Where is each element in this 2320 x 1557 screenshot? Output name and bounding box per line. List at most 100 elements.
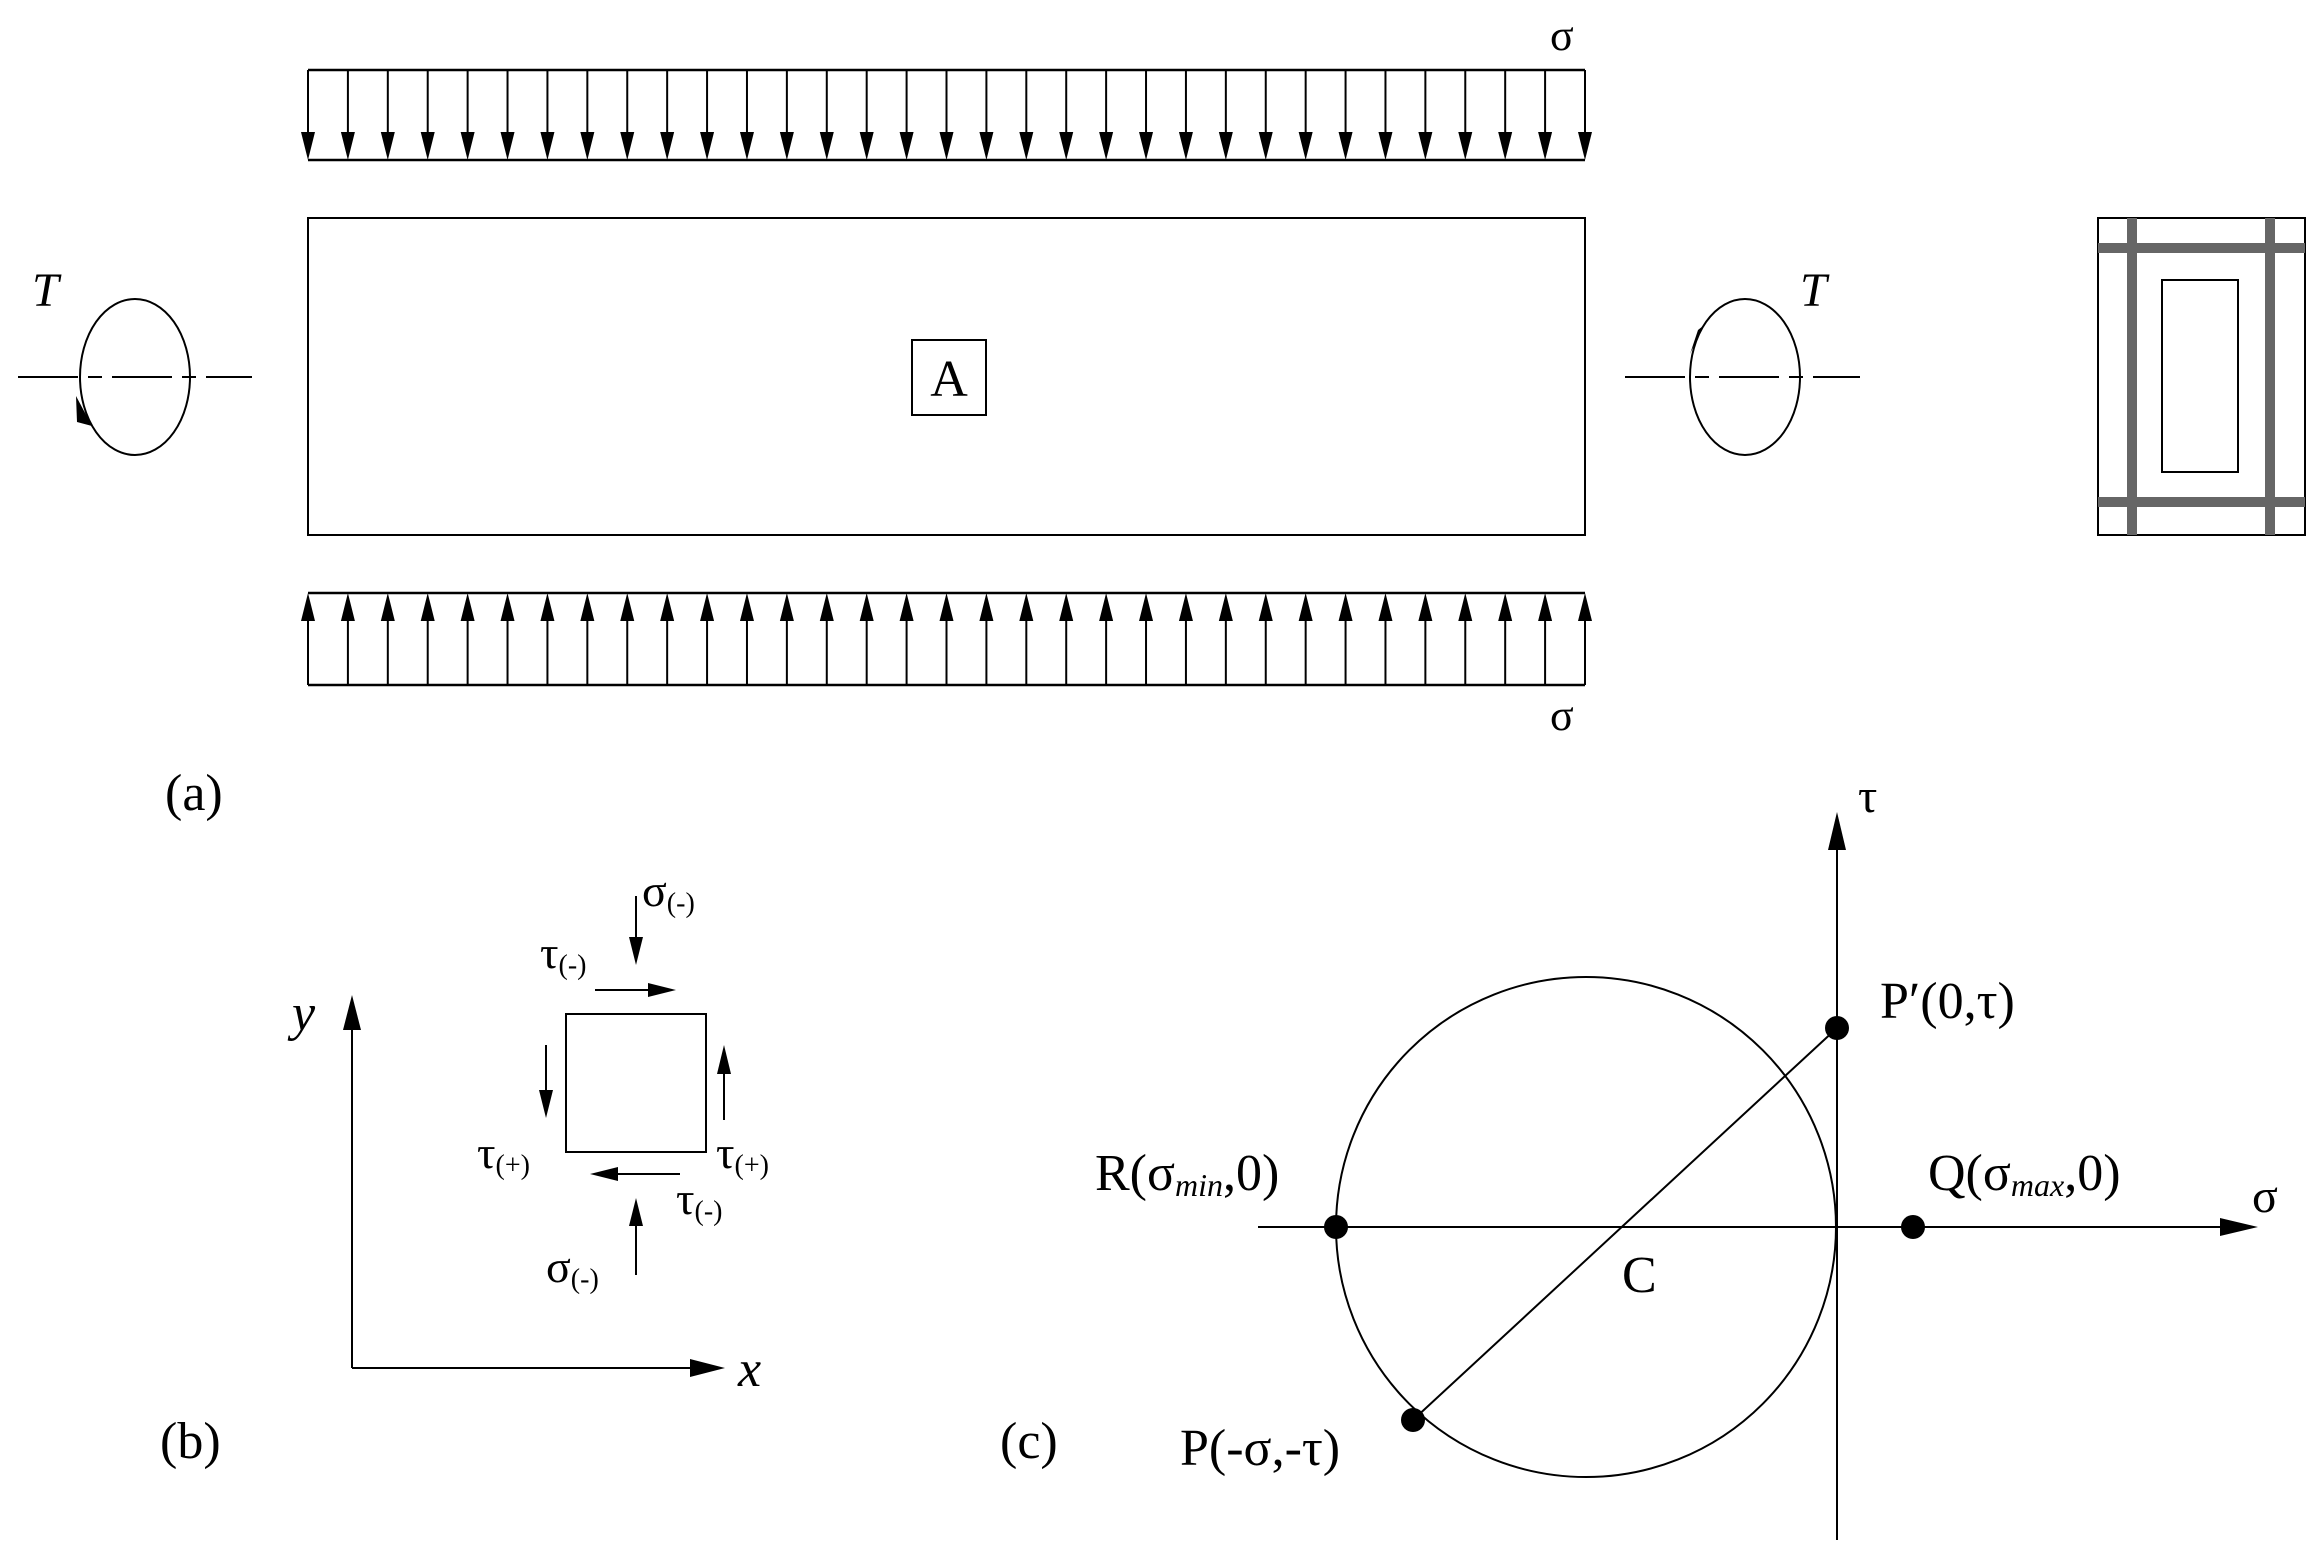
right-torque-label: T xyxy=(1800,264,1830,317)
top-load-arrowhead xyxy=(939,132,954,160)
top-sigma-label: σ xyxy=(1550,11,1574,60)
top-load-arrowhead xyxy=(1019,132,1034,160)
bottom-load-arrowhead xyxy=(859,593,874,621)
cross-section xyxy=(2097,217,2306,536)
top-load-arrows xyxy=(301,70,1592,160)
section-web-left xyxy=(2127,218,2137,535)
top-load-arrowhead xyxy=(1258,132,1273,160)
sigma-top-arrowhead xyxy=(629,937,643,965)
top-load-arrowhead xyxy=(1418,132,1433,160)
top-load-arrowhead xyxy=(1498,132,1513,160)
point-r-label: R(σmin,0) xyxy=(1095,1145,1279,1203)
bottom-load-arrowhead xyxy=(979,593,994,621)
panel-a-beam-loading: σ σ A T T xyxy=(18,11,2306,822)
top-load-arrowhead xyxy=(460,132,475,160)
bottom-load-arrowhead xyxy=(1298,593,1313,621)
top-load-arrowhead xyxy=(500,132,515,160)
bottom-load-arrowhead xyxy=(1458,593,1473,621)
bottom-load-arrowhead xyxy=(1378,593,1393,621)
bottom-load-arrowhead xyxy=(500,593,515,621)
bottom-load-arrowhead xyxy=(1258,593,1273,621)
left-torque-label: T xyxy=(32,264,62,317)
bottom-load-arrowhead xyxy=(620,593,635,621)
section-inner-hole xyxy=(2161,279,2239,473)
sigma-bottom-arrowhead xyxy=(629,1198,643,1226)
bottom-load-arrowhead xyxy=(301,593,315,621)
top-load-arrowhead xyxy=(1178,132,1193,160)
top-load-arrowhead xyxy=(1538,132,1553,160)
bottom-distributed-load xyxy=(301,591,1592,687)
sigma-bottom-label: σ(-) xyxy=(546,1241,599,1295)
bottom-load-arrowhead xyxy=(700,593,715,621)
y-axis-label: y xyxy=(287,985,316,1042)
bottom-load-arrowhead xyxy=(460,593,475,621)
top-load-arrowhead xyxy=(1378,132,1393,160)
bottom-load-arrowhead xyxy=(1059,593,1074,621)
top-load-arrowhead xyxy=(1099,132,1114,160)
bottom-load-arrowhead xyxy=(739,593,754,621)
right-torque xyxy=(1625,298,1860,456)
point-q xyxy=(1901,1215,1925,1239)
tau-right-arrowhead xyxy=(717,1045,731,1074)
beam xyxy=(307,217,1586,536)
top-load-arrowhead xyxy=(540,132,555,160)
bottom-load-arrowhead xyxy=(340,593,355,621)
bottom-load-arrowhead xyxy=(819,593,834,621)
point-q-label: Q(σmax,0) xyxy=(1928,1145,2121,1203)
top-load-arrowhead xyxy=(1059,132,1074,160)
bottom-load-arrowhead xyxy=(779,593,794,621)
bottom-load-arrowhead xyxy=(1578,593,1592,621)
top-load-arrowhead xyxy=(1458,132,1473,160)
center-label: C xyxy=(1622,1247,1657,1304)
top-load-arrowhead xyxy=(700,132,715,160)
tau-left-arrowhead xyxy=(539,1090,553,1118)
tau-top-arrowhead xyxy=(648,983,676,997)
bottom-load-arrowhead xyxy=(540,593,555,621)
bottom-load-arrowhead xyxy=(380,593,395,621)
panel-c-mohrs-circle: σ τ P′(0,τ) P(-σ,-τ) R(σmin,0) Q(σmax,0)… xyxy=(1000,770,2278,1540)
top-load-arrowhead xyxy=(620,132,635,160)
y-axis-arrowhead xyxy=(343,995,361,1030)
top-load-arrowhead xyxy=(899,132,914,160)
point-p-prime xyxy=(1825,1016,1849,1040)
point-p-prime-label: P′(0,τ) xyxy=(1880,973,2015,1030)
bottom-load-arrowhead xyxy=(1418,593,1433,621)
stress-element-square xyxy=(565,1013,707,1153)
right-torque-arrowhead xyxy=(1690,326,1703,354)
top-load-arrowhead xyxy=(979,132,994,160)
left-torque-arrowhead xyxy=(76,396,92,426)
bottom-load-arrowhead xyxy=(1139,593,1154,621)
element-a-label: A xyxy=(930,351,968,408)
left-torque-loop xyxy=(79,298,191,456)
top-load-arrowhead xyxy=(301,132,315,160)
sigma-axis-label: σ xyxy=(2252,1170,2278,1223)
top-load-arrowhead xyxy=(420,132,435,160)
tau-bottom-label: τ(-) xyxy=(676,1173,722,1227)
left-torque xyxy=(18,298,252,456)
tau-axis-arrowhead xyxy=(1828,812,1846,850)
x-axis-label: x xyxy=(737,1341,761,1398)
point-p xyxy=(1401,1408,1425,1432)
bottom-load-arrowhead xyxy=(580,593,595,621)
bottom-load-arrowhead xyxy=(1218,593,1233,621)
bottom-load-arrowhead xyxy=(899,593,914,621)
top-load-arrowhead xyxy=(859,132,874,160)
top-load-arrowhead xyxy=(660,132,675,160)
right-torque-loop xyxy=(1689,298,1801,456)
panel-c-label: (c) xyxy=(1000,1413,1058,1470)
tau-axis-label: τ xyxy=(1858,770,1877,823)
section-web-right xyxy=(2265,218,2275,535)
sigma-top-label: σ(-) xyxy=(642,865,695,919)
top-load-arrowhead xyxy=(380,132,395,160)
sigma-axis-arrowhead xyxy=(2220,1218,2258,1236)
bottom-load-arrowhead xyxy=(420,593,435,621)
tau-top-label: τ(-) xyxy=(540,927,586,981)
bottom-load-arrowhead xyxy=(1338,593,1353,621)
top-load-arrowhead xyxy=(1338,132,1353,160)
top-load-arrowhead xyxy=(779,132,794,160)
top-distributed-load xyxy=(301,68,1592,162)
panel-b-label: (b) xyxy=(160,1413,221,1470)
tau-bottom-arrowhead xyxy=(590,1167,618,1181)
bottom-sigma-label: σ xyxy=(1550,691,1574,740)
